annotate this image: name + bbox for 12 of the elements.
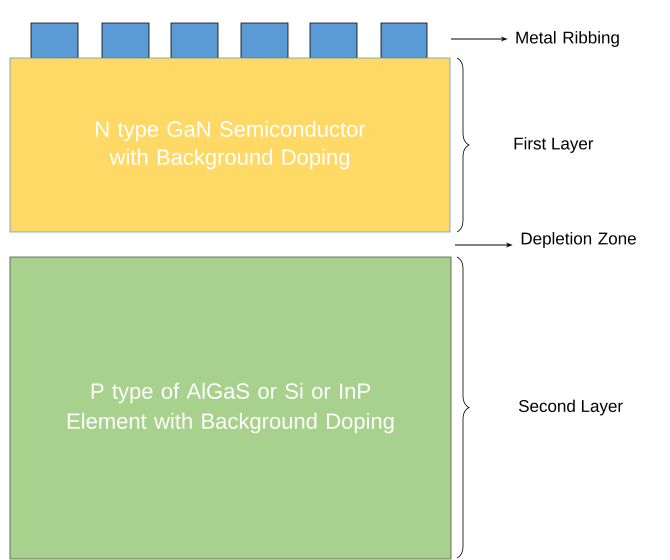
p-type-layer: P type of AlGaS or Si or InP Element with Background Doping [10,256,452,560]
metal-rib [380,22,428,58]
n-type-layer: N type GaN Semiconductor with Background Doping [10,58,450,232]
metal-rib [240,22,288,58]
metal-rib [102,22,150,58]
metal-rib [170,22,218,58]
callout-text: Depletion Zone [522,232,636,248]
callout-text: Metal Ribbing [516,31,619,47]
metal-rib [310,22,358,58]
metal-rib [30,22,78,58]
layer-label: Second Layer [518,400,623,416]
layer-label: First Layer [514,137,594,153]
